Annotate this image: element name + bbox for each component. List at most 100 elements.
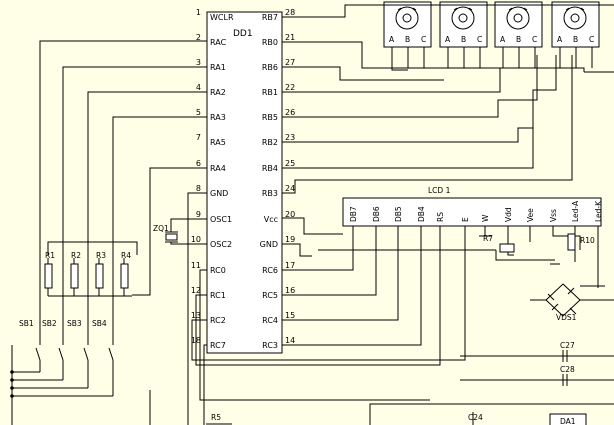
- mcu-pin-number: 3: [196, 58, 201, 67]
- mcu-pin-number: 24: [285, 184, 295, 193]
- encoder-pin-label: A: [445, 35, 451, 44]
- mcu-pin-name: RA4: [210, 164, 226, 173]
- resistor: R4: [120, 251, 131, 296]
- mcu-pin-name: RC2: [210, 316, 226, 325]
- lcd-pin-label: Vss: [549, 209, 558, 222]
- resistor-label: R3: [96, 251, 106, 260]
- encoder-pin-label: B: [573, 35, 578, 44]
- mcu-pin-number: 7: [196, 133, 201, 142]
- encoder-pin-label: C: [421, 35, 426, 44]
- encoder-pin-label: C: [477, 35, 482, 44]
- encoder-shaft: [402, 13, 412, 23]
- lower-right-components: R7 R10 VDS1 C27 C28 C24 DA1 R5: [206, 233, 614, 425]
- mcu-pin-number: 19: [285, 235, 295, 244]
- mcu-pin-number: 21: [285, 33, 295, 42]
- mcu-pin-number: 28: [285, 8, 295, 17]
- resistor: R2: [70, 251, 81, 296]
- mcu-pin-name: RA1: [210, 63, 226, 72]
- rotary-encoder: A B C: [439, 1, 488, 68]
- mcu-pin-number: 2: [196, 33, 201, 42]
- da1-label: DA1: [560, 417, 576, 425]
- diode-bridge: [545, 283, 581, 317]
- mcu-pin-name: RC4: [262, 316, 278, 325]
- mcu-pin-number: 23: [285, 133, 295, 142]
- mcu-pin-name: RB7: [262, 13, 278, 22]
- encoder-knob: [506, 6, 530, 30]
- mcu-pin-name: RC3: [262, 341, 278, 350]
- mcu-pin-number: 9: [196, 210, 201, 219]
- mcu-body: [206, 11, 283, 354]
- mcu-pin-number: 11: [191, 261, 201, 270]
- resistor-r7: [499, 243, 515, 253]
- encoder-pin-label: B: [405, 35, 410, 44]
- lcd-pin-label: W: [481, 214, 490, 222]
- mcu-pin-name: RB0: [262, 38, 278, 47]
- encoder-pin-label: B: [461, 35, 466, 44]
- mcu-pin-number: 15: [285, 311, 295, 320]
- resistor-body: [120, 263, 129, 289]
- crystal-element: [165, 233, 178, 241]
- mcu-pin-name: RB3: [262, 189, 278, 198]
- encoder-pin-label: C: [589, 35, 594, 44]
- encoder-body: [383, 1, 432, 48]
- mcu-pin-name: OSC2: [210, 240, 232, 249]
- encoder-shaft: [570, 13, 580, 23]
- lcd-pin-label: Vdd: [504, 207, 513, 222]
- switch-wiring: [10, 40, 207, 425]
- mcu-pin-number: 6: [196, 159, 201, 168]
- mcu-pin-number: 16: [285, 286, 295, 295]
- push-switch: SB2: [42, 319, 64, 380]
- mcu-pin-name: RB2: [262, 138, 278, 147]
- mcu-pin-number: 27: [285, 58, 295, 67]
- mcu-pin-name: RB5: [262, 113, 278, 122]
- mcu-pin-name: RB4: [262, 164, 278, 173]
- mcu-pin-number: 5: [196, 108, 201, 117]
- lcd-pin-label: Led-A: [571, 200, 580, 222]
- lcd-pin-label: Led-K: [594, 200, 603, 222]
- mcu-pin-name: RC6: [262, 266, 278, 275]
- mcu-pin-number: 22: [285, 83, 295, 92]
- resistor: R1: [44, 251, 55, 296]
- encoder-knob: [451, 6, 475, 30]
- mcu-pin-number: 25: [285, 159, 295, 168]
- encoder-pin-label: A: [557, 35, 563, 44]
- mcu-pin-name: GND: [210, 189, 228, 198]
- resistor-label: R4: [121, 251, 131, 260]
- mcu-pin-name: Vcc: [264, 215, 278, 224]
- c27-label: C27: [560, 341, 575, 350]
- push-switch: SB3: [67, 319, 89, 388]
- mcu-pin-name: WCLR: [210, 13, 234, 22]
- mcu-pin-name: RB1: [262, 88, 278, 97]
- encoder-knob: [563, 6, 587, 30]
- push-switch: SB4: [92, 319, 114, 396]
- mcu-right-wiring: [191, 4, 614, 425]
- mcu-pin-name: RC7: [210, 341, 226, 350]
- rotary-encoder: A B C: [551, 1, 600, 68]
- bridge-label: VDS1: [556, 313, 577, 322]
- mcu-pin-number: 8: [196, 184, 201, 193]
- mcu-pin-number: 14: [285, 336, 295, 345]
- mcu-pin-name: OSC1: [210, 215, 232, 224]
- mcu-pin-name: RA2: [210, 88, 226, 97]
- lcd-pin-label: E: [461, 217, 470, 222]
- mcu-pin-number: 17: [285, 261, 295, 270]
- mcu-dd1: DD1 WCLR1RAC2RA13RA24RA35RA57RA46GND8OSC…: [191, 8, 296, 354]
- encoder-knob: [395, 6, 419, 30]
- mcu-pin-name: RC0: [210, 266, 226, 275]
- mcu-pin-name: GND: [260, 240, 278, 249]
- encoder-pin-label: A: [389, 35, 395, 44]
- mcu-pin-number: 26: [285, 108, 295, 117]
- c24-label: C24: [468, 413, 483, 422]
- mcu-pin-name: RAC: [210, 38, 227, 47]
- crystal-label: ZQ1: [153, 224, 169, 233]
- r10-label: R10: [580, 236, 595, 245]
- mcu-right-pins: RB728RB021RB627RB122RB526RB223RB425RB324…: [260, 8, 296, 350]
- mcu-pin-name: RC1: [210, 291, 226, 300]
- resistor: R3: [95, 251, 106, 296]
- mcu-pin-number: 4: [196, 83, 201, 92]
- rotary-encoder: A B C: [383, 1, 432, 68]
- lcd-pin-label: DB5: [394, 206, 403, 222]
